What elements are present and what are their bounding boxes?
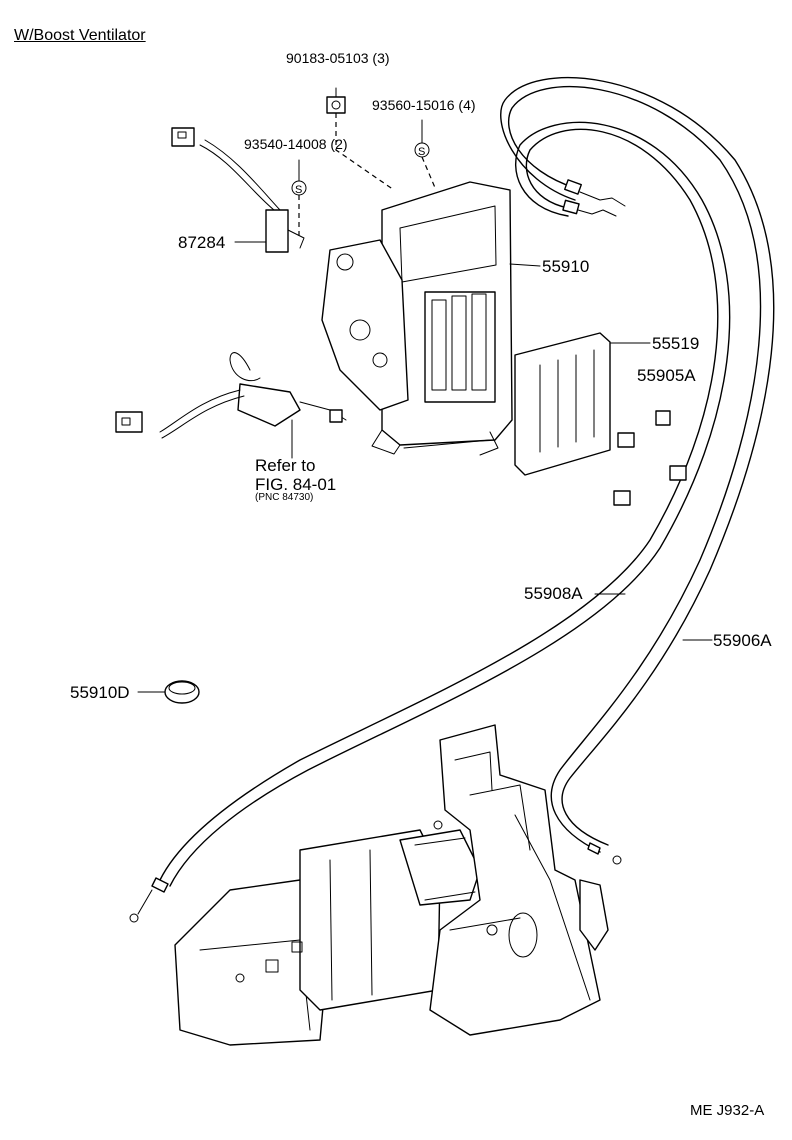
- cover-55519: [514, 332, 651, 476]
- reference-line-3: (PNC 84730): [255, 492, 314, 503]
- part-label-55906a: 55906A: [713, 631, 772, 650]
- control-head-55910: [321, 181, 541, 456]
- nut-icon: [613, 410, 687, 506]
- svg-text:S: S: [295, 184, 302, 196]
- reference-line-2: FIG. 84-01: [255, 475, 337, 494]
- part-label-55519: 55519: [652, 334, 700, 353]
- part-label-90183: 90183-05103 (3): [286, 50, 390, 66]
- part-label-87284: 87284: [178, 233, 226, 252]
- heater-unit-assembly: [174, 724, 609, 1046]
- cable-55906a: [500, 77, 775, 865]
- part-label-55910d: 55910D: [70, 683, 130, 702]
- part-label-55908a: 55908A: [524, 584, 583, 603]
- connector-icon: [171, 127, 195, 147]
- part-label-93540: 93540-14008 (2): [244, 136, 348, 152]
- reference-line-1: Refer to: [255, 456, 316, 475]
- plug-icon: [137, 680, 200, 704]
- part-label-55910: 55910: [542, 257, 590, 276]
- switch-87284: [171, 127, 305, 253]
- diagram-title: W/Boost Ventilator: [14, 27, 146, 44]
- clip-icon: [326, 87, 346, 114]
- diagram-code: ME J932-A: [690, 1102, 765, 1119]
- part-label-55905a: 55905A: [637, 366, 696, 385]
- svg-text:S: S: [418, 146, 425, 158]
- part-label-93560: 93560-15016 (4): [372, 97, 476, 113]
- cable-55908a: [129, 121, 731, 923]
- actuator-84730: [115, 352, 347, 459]
